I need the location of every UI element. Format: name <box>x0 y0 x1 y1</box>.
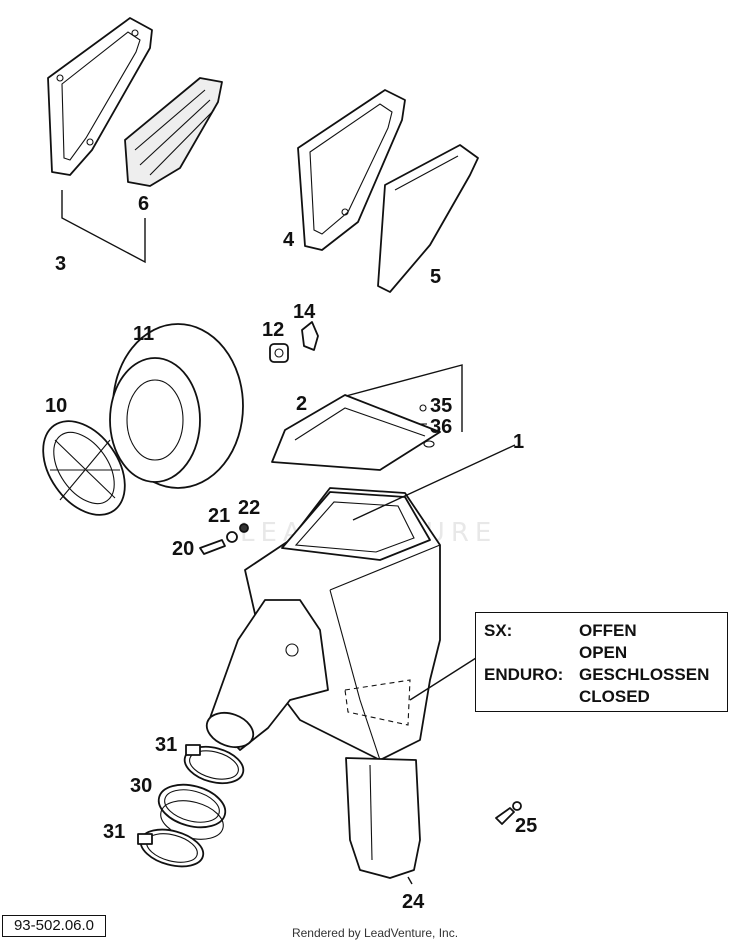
callout-21: 21 <box>208 505 230 527</box>
rendered-by-footer: Rendered by LeadVenture, Inc. <box>291 926 459 940</box>
callout-14: 14 <box>293 301 316 323</box>
part-6-foam-filter[interactable] <box>124 77 223 187</box>
legend-sx-key: SX: <box>484 621 513 640</box>
callout-12: 12 <box>262 319 284 341</box>
leader-legend <box>409 657 477 701</box>
part-22-nut[interactable] <box>239 523 249 533</box>
part-31-clamp-lower[interactable] <box>137 823 208 872</box>
part-25-rivet[interactable] <box>495 801 522 825</box>
callout-3: 3 <box>55 253 66 275</box>
callout-1: 1 <box>513 431 524 453</box>
part-2-cover[interactable] <box>271 394 441 471</box>
callout-20: 20 <box>172 538 194 560</box>
callout-25: 25 <box>515 815 537 837</box>
callout-22: 22 <box>238 497 260 519</box>
airbox-intake-tube[interactable] <box>202 599 329 753</box>
callout-11: 11 <box>133 323 154 345</box>
diagram-reference-number: 93-502.06.0 <box>2 915 106 937</box>
legend-enduro-key: ENDURO: <box>484 665 564 684</box>
leader-24 <box>407 876 413 885</box>
part-11-filter-element[interactable] <box>109 323 244 489</box>
legend-sx-value-de: OFFEN <box>579 621 637 640</box>
legend-enduro-value-en: CLOSED <box>579 687 650 706</box>
legend-enduro-value-de: GESCHLOSSEN <box>579 665 710 684</box>
legend-box: SX: OFFEN OPEN ENDURO: GESCHLOSSEN CLOSE… <box>475 612 728 712</box>
part-4-frame[interactable] <box>297 89 406 251</box>
callout-31-upper: 31 <box>155 734 177 756</box>
part-10-filter-cage[interactable] <box>26 406 141 530</box>
callout-6: 6 <box>138 193 149 215</box>
part-21-washer[interactable] <box>226 531 238 543</box>
callout-30: 30 <box>130 775 152 797</box>
part-31-clamp-upper[interactable] <box>181 741 248 789</box>
callout-4: 4 <box>283 229 295 251</box>
part-35-screw[interactable] <box>419 404 427 412</box>
part-12-nut[interactable] <box>269 343 289 363</box>
callout-2: 2 <box>296 393 307 415</box>
part-3-frame[interactable] <box>47 17 153 176</box>
callout-10: 10 <box>45 395 67 417</box>
leader-1 <box>352 444 516 521</box>
part-5-gasket[interactable] <box>377 144 479 293</box>
callout-35: 35 <box>430 395 452 417</box>
callout-5: 5 <box>430 266 441 288</box>
callout-24: 24 <box>402 891 425 913</box>
legend-sx-value-en: OPEN <box>579 643 628 662</box>
part-20-screw[interactable] <box>199 539 226 555</box>
callout-31-lower: 31 <box>103 821 125 843</box>
part-14-wingnut[interactable] <box>301 321 319 351</box>
callout-36: 36 <box>430 416 452 438</box>
part-24-drain-tube[interactable] <box>345 757 421 879</box>
leader-3-6 <box>61 190 146 264</box>
leader-bracket-2 <box>345 364 463 432</box>
